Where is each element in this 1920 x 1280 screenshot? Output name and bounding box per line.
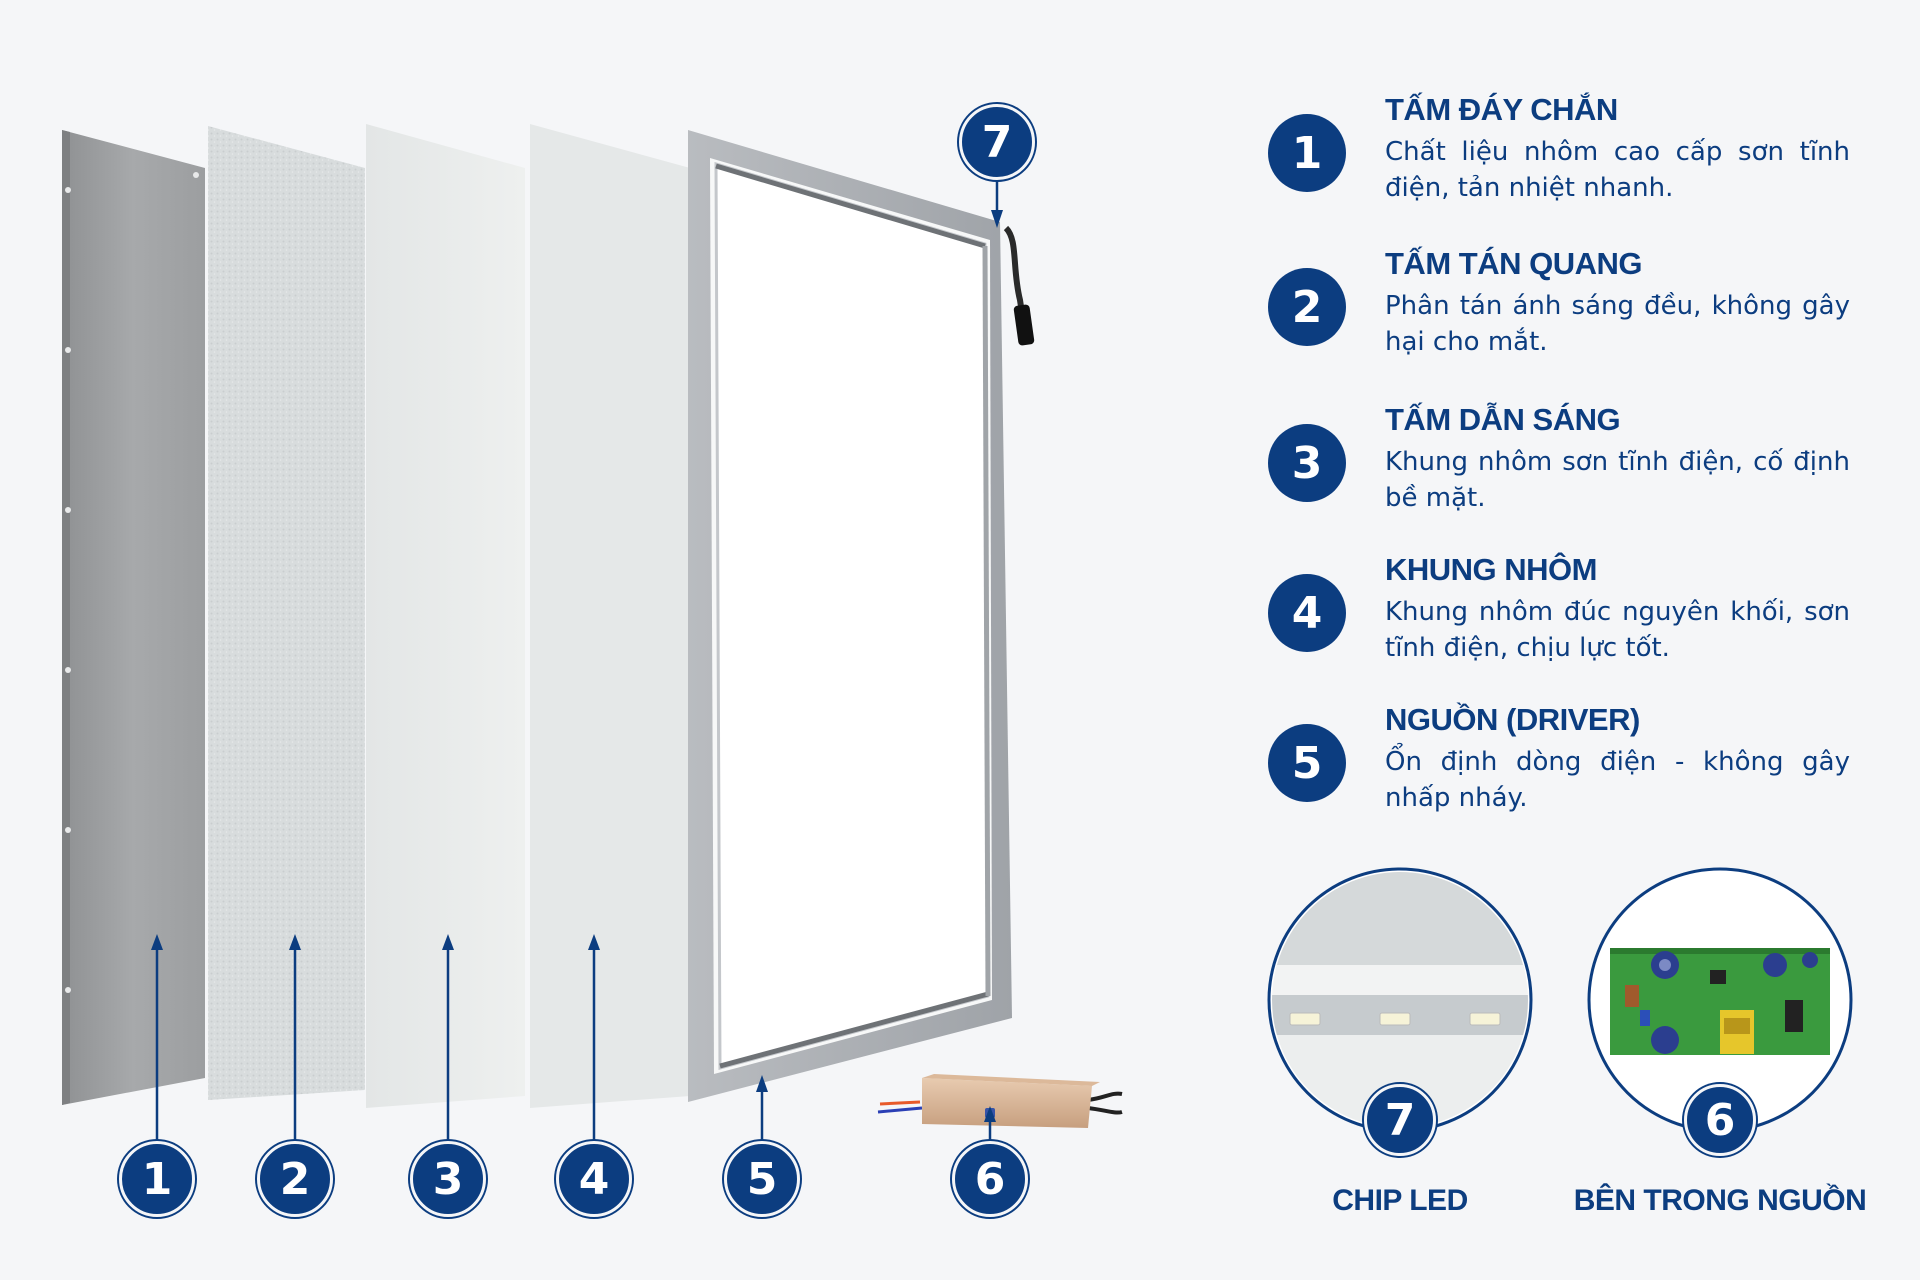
diagram-badge-1: 1 [119, 1141, 195, 1217]
legend-description: Phân tán ánh sáng đều, không gây hại cho… [1385, 291, 1850, 357]
diagram-badge-5: 5 [724, 1141, 800, 1217]
pointer-arrows [151, 180, 1003, 1150]
legend-description: Khung nhôm đúc nguyên khối, sơn tĩnh điệ… [1385, 597, 1850, 663]
driver-internals-inset [1587, 867, 1853, 1133]
legend-number: 1 [1268, 114, 1346, 192]
inset-badge-chip-led: 7 [1364, 1084, 1436, 1156]
fourth-sheet [530, 124, 690, 1108]
diagram-badge-3: 3 [410, 1141, 486, 1217]
legend-title: NGUỒN (DRIVER) [1385, 702, 1640, 737]
diagram-badge-2: 2 [257, 1141, 333, 1217]
legend-title: TẤM DẪN SÁNG [1385, 402, 1621, 437]
driver-box [877, 1074, 1123, 1128]
inset-badge-driver: 6 [1684, 1084, 1756, 1156]
legend-title: TẤM TÁN QUANG [1385, 246, 1642, 281]
legend-title: TẤM ĐÁY CHẮN [1385, 92, 1618, 127]
diagram-badge-6: 6 [952, 1141, 1028, 1217]
legend-number: 5 [1268, 724, 1346, 802]
legend-title: KHUNG NHÔM [1385, 552, 1598, 587]
legend-number: 4 [1268, 574, 1346, 652]
diffuser-sheet [208, 126, 365, 1100]
light-guide-sheet [366, 124, 525, 1108]
diagram-badge-4: 4 [556, 1141, 632, 1217]
legend-description: Khung nhôm sơn tĩnh điện, cố định bề mặt… [1385, 447, 1850, 513]
frame-cable [1003, 225, 1029, 341]
back-plate [62, 130, 205, 1105]
chip-led-inset [1267, 867, 1533, 1133]
legend-description: Chất liệu nhôm cao cấp sơn tĩnh điện, tả… [1385, 137, 1850, 203]
legend-number: 2 [1268, 268, 1346, 346]
legend-description: Ổn định dòng điện - không gây nhấp nháy. [1385, 747, 1850, 813]
back-plate-holes [65, 172, 199, 993]
legend-number: 3 [1268, 424, 1346, 502]
diagram-badge-7: 7 [959, 104, 1035, 180]
inset-caption-driver: BÊN TRONG NGUỒN [1573, 1184, 1867, 1217]
inset-caption-chip-led: CHIP LED [1332, 1184, 1468, 1217]
